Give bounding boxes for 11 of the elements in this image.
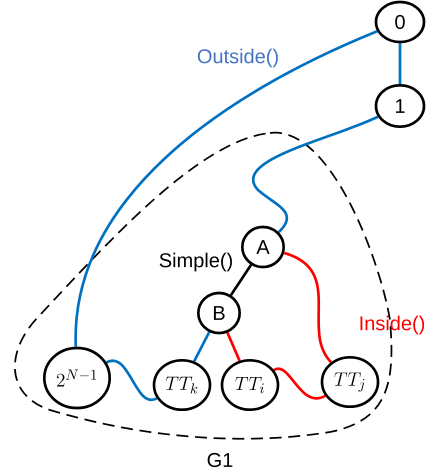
- node-label: G1: [208, 452, 232, 468]
- connector-line: [192, 331, 210, 362]
- connector-line: [252, 116, 378, 234]
- connector-line: [226, 332, 241, 362]
- connector-line: [74, 30, 378, 347]
- function-label: Outside(): [198, 48, 278, 68]
- connector-line: [284, 252, 332, 363]
- function-label: Inside(): [360, 316, 424, 334]
- connector-line: [230, 264, 252, 296]
- function-label: Simple(): [160, 252, 232, 272]
- connector-line: [398, 43, 402, 84]
